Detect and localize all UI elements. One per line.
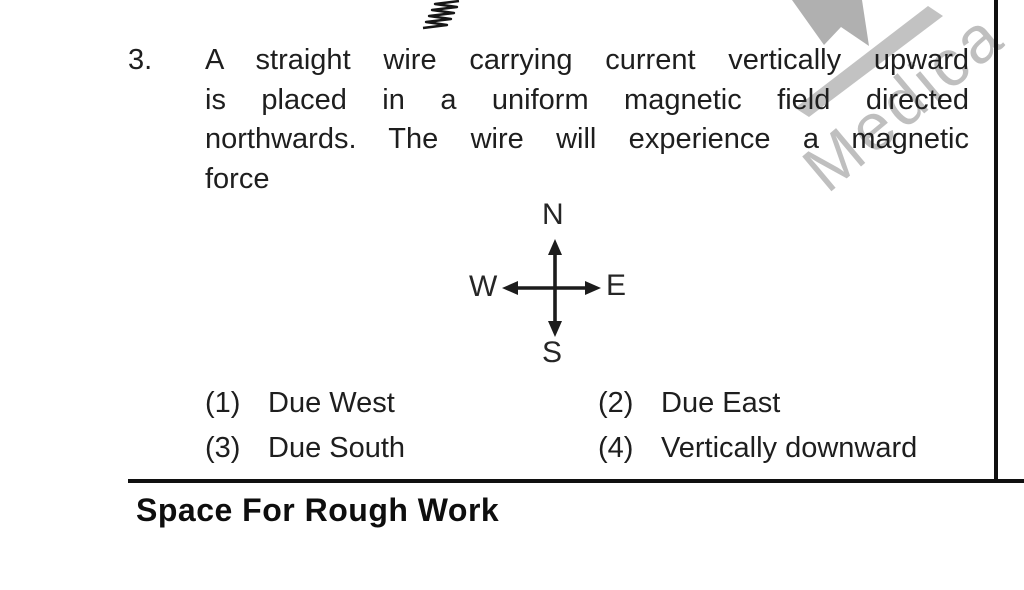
- option-2-label: Due East: [661, 387, 781, 419]
- question-number: 3.: [128, 44, 153, 76]
- compass-west-label: W: [469, 270, 498, 303]
- question-line-3: northwards. The wire will experience a m…: [205, 123, 969, 155]
- option-3-label: Due South: [268, 432, 406, 464]
- separator-line: [128, 479, 1024, 483]
- option-1: (1) Due West: [205, 387, 395, 420]
- option-4-label: Vertically downward: [661, 432, 918, 464]
- question-line-1: A straight wire carrying current vertica…: [205, 44, 969, 76]
- option-1-label: Due West: [268, 387, 395, 419]
- question-line-2: is placed in a uniform magnetic field di…: [205, 83, 969, 116]
- option-3-number: (3): [205, 432, 241, 464]
- option-4-number: (4): [598, 432, 634, 464]
- question-line-4: force: [205, 162, 270, 195]
- question-text: A straight wire carrying current vertica…: [205, 41, 969, 199]
- compass-south-label: S: [542, 336, 563, 369]
- compass-east-label: E: [606, 269, 627, 302]
- compass-north-label: N: [542, 198, 564, 231]
- option-3: (3) Due South: [205, 432, 405, 465]
- watermark-logo-icon: [792, 0, 943, 117]
- option-2: (2) Due East: [598, 387, 780, 420]
- page-column-divider: [994, 0, 998, 483]
- option-2-number: (2): [598, 387, 634, 419]
- pen-scribble-icon: [422, 0, 460, 30]
- option-4: (4) Vertically downward: [598, 432, 917, 465]
- rough-work-heading: Space For Rough Work: [136, 492, 500, 528]
- option-1-number: (1): [205, 387, 241, 419]
- compass-arrows-icon: [502, 239, 601, 337]
